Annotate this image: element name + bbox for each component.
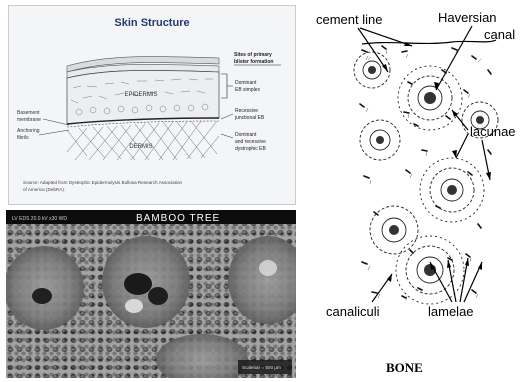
bone-caption: BONE bbox=[386, 360, 423, 375]
bamboo-micrograph-panel: LV EDS 20.0 kV x30 WD BAMBOO TREE Scaleb… bbox=[6, 210, 296, 378]
bone-panel: cement line Haversian canal lacunae cana… bbox=[302, 0, 524, 382]
dominant-recessive-2: and recessive bbox=[235, 139, 266, 145]
label-lacunae: lacunae bbox=[470, 124, 516, 139]
vessel-opening bbox=[32, 288, 52, 304]
source-text-2: of America (DebRA). bbox=[23, 187, 65, 192]
dermis-label: DERMIS bbox=[129, 144, 152, 150]
anchoring-label-2: fibrils bbox=[17, 135, 29, 141]
label-lamelae: lamelae bbox=[428, 304, 474, 319]
dominant-recessive-3: dystrophic EB bbox=[235, 146, 267, 152]
basement-leader bbox=[43, 119, 69, 125]
label-canaliculi: canaliculi bbox=[326, 304, 380, 319]
vessel-opening bbox=[259, 260, 277, 276]
junctional-leader bbox=[221, 114, 233, 119]
epidermis-label: EPIDERMIS bbox=[124, 92, 157, 98]
dystrophic-leader bbox=[221, 134, 233, 138]
anchoring-leader bbox=[39, 130, 69, 135]
label-haversian-1: Haversian bbox=[438, 10, 497, 25]
skin-diagram: Skin Structure EPIDERMIS DERMIS Basement… bbox=[9, 6, 295, 204]
bamboo-micrograph: LV EDS 20.0 kV x30 WD BAMBOO TREE Scaleb… bbox=[6, 210, 296, 378]
skin-structure-panel: Skin Structure EPIDERMIS DERMIS Basement… bbox=[8, 5, 296, 205]
source-text-1: Source: Adapted from Dystrophic Epidermo… bbox=[23, 180, 183, 185]
basement-label-2: membrane bbox=[17, 117, 41, 123]
anchoring-label-1: Anchoring bbox=[17, 128, 40, 134]
bone-diagram: cement line Haversian canal lacunae cana… bbox=[302, 0, 524, 382]
label-cement-line: cement line bbox=[316, 12, 382, 27]
dominant-eb-simplex-2: EB simplex bbox=[235, 87, 261, 93]
scale-text: Scalebar = 500 μm bbox=[242, 365, 281, 370]
micrograph-meta: LV EDS 20.0 kV x30 WD bbox=[12, 216, 67, 222]
basement-label-1: Basement bbox=[17, 110, 40, 116]
vascular-bundle bbox=[6, 246, 84, 330]
recessive-junctional-2: junctional EB bbox=[234, 115, 265, 121]
vessel-opening bbox=[124, 273, 152, 295]
dominant-recessive-1: Dominant bbox=[235, 132, 257, 138]
dominant-eb-simplex-1: Dominant bbox=[235, 80, 257, 86]
skin-title: Skin Structure bbox=[114, 17, 189, 29]
sites-header-1: Sites of primary bbox=[234, 52, 272, 58]
dermis-fibers bbox=[67, 121, 219, 160]
label-haversian-2: canal bbox=[484, 27, 515, 42]
simplex-bracket bbox=[221, 74, 227, 98]
vessel-opening bbox=[125, 299, 143, 313]
vessel-opening bbox=[148, 287, 168, 305]
sites-header-2: blister formation bbox=[234, 59, 273, 65]
bamboo-title: BAMBOO TREE bbox=[136, 213, 220, 224]
recessive-junctional-1: Recessive bbox=[235, 108, 258, 114]
